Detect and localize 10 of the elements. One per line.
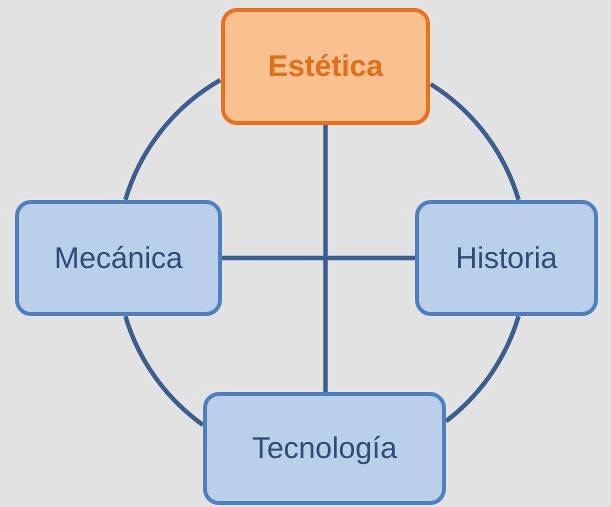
concept-box: Estética	[221, 8, 430, 125]
connector-line	[222, 256, 415, 260]
connector-line	[323, 125, 328, 392]
connector-line	[123, 315, 204, 427]
connector-line	[429, 82, 521, 201]
concept-box: Historia	[415, 200, 598, 316]
connector-line	[123, 78, 222, 201]
concept-box: Tecnología	[203, 392, 446, 505]
concept-box: Mecánica	[15, 200, 222, 316]
connector-line	[444, 315, 521, 423]
